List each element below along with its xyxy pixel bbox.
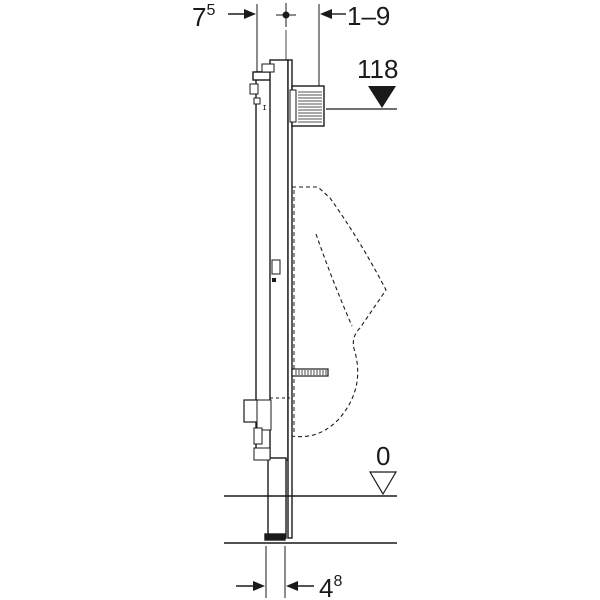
frame-side-clip-upper	[249, 83, 259, 95]
dim-top-right-value: 1–9	[347, 1, 390, 31]
urinal-inner-dashed	[315, 233, 353, 327]
frame-mid-dot	[272, 278, 276, 282]
flush-pipe-connection	[289, 85, 325, 127]
frame-mid-slot	[271, 259, 281, 275]
level-upper-value: 118	[357, 54, 398, 84]
filled-triangle-level-icon	[368, 86, 396, 108]
installation-frame: ɪ	[243, 59, 293, 541]
frame-lower-clip	[253, 427, 263, 445]
frame-rear-top-cap	[252, 71, 272, 81]
frame-front-panel-face	[287, 59, 293, 539]
frame-lower-clip2	[253, 447, 271, 461]
frame-lower-bracket	[243, 399, 259, 423]
dim-arrow-right-head	[320, 9, 332, 19]
level-mark-floor: 0	[368, 441, 398, 496]
top-dimension-group: 75 1–9	[192, 1, 390, 86]
frame-mark-upper: ɪ	[263, 102, 266, 112]
frame-lower-bracket-inner	[256, 399, 272, 431]
urinal-outline-dashed	[291, 186, 387, 438]
dim-top-left-value: 75	[192, 2, 215, 32]
dim-bottom-arrow-left-head	[253, 581, 265, 591]
open-triangle-level-icon	[368, 471, 398, 496]
waste-pipe-stub	[291, 368, 329, 377]
bottom-dimension-group: 48	[236, 546, 342, 600]
dim-bottom-value: 48	[319, 573, 342, 600]
frame-foot-leg	[267, 457, 287, 539]
dim-bottom-arrow-right-head	[286, 581, 298, 591]
level-floor-value: 0	[376, 441, 390, 471]
frame-foot-base	[264, 533, 286, 541]
dim-arrow-left-head	[244, 9, 256, 19]
centerline-crosshair-icon	[276, 3, 296, 27]
level-mark-upper: 118	[326, 54, 398, 110]
frame-top-bracket	[261, 63, 275, 73]
frame-side-clip-mid	[253, 97, 261, 105]
